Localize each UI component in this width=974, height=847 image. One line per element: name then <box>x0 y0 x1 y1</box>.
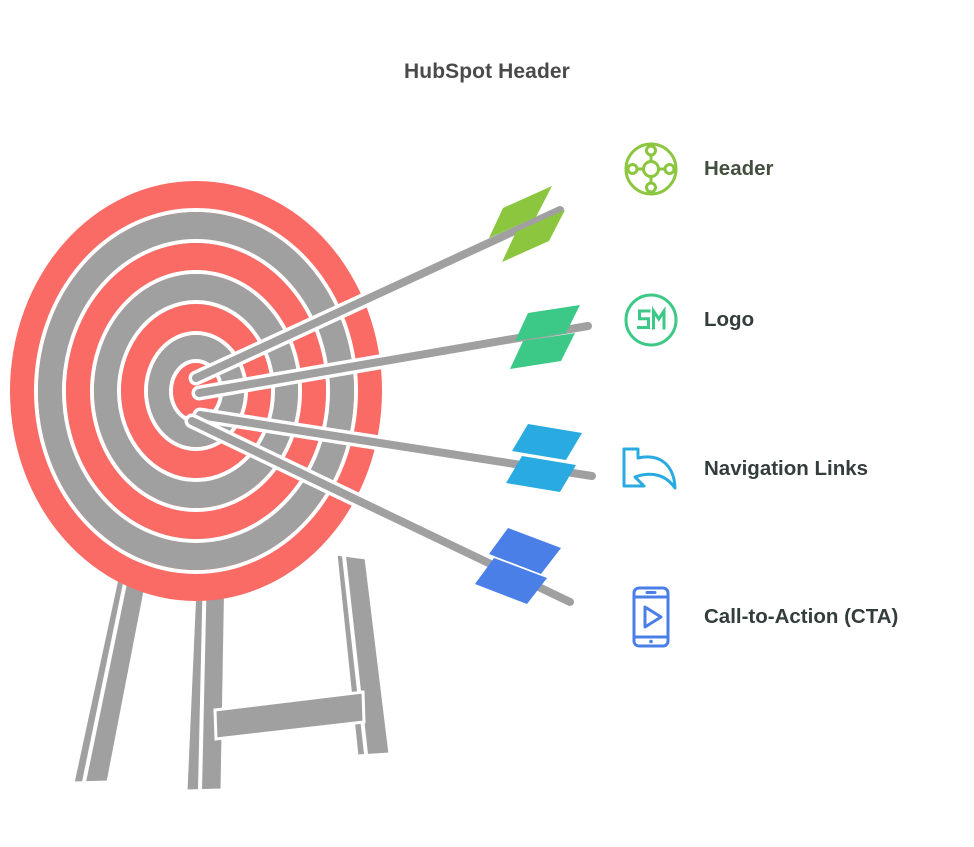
arrow-cta <box>184 413 578 610</box>
legend-label-header: Header <box>704 156 774 180</box>
legend-item-cta[interactable]: Call-to-Action (CTA) <box>620 582 898 652</box>
arrow-logo <box>191 305 596 401</box>
legend-item-header[interactable]: Header <box>620 134 774 204</box>
legend-list: Header Logo <box>620 120 974 680</box>
legend-item-logo[interactable]: Logo <box>620 285 754 355</box>
hub-network-icon <box>620 138 682 200</box>
legend-item-navigation-links[interactable]: Navigation Links <box>620 434 868 504</box>
curved-arrow-left-icon <box>620 438 682 500</box>
page-title: HubSpot Header <box>404 60 570 83</box>
sm-monogram-circle-icon <box>620 289 682 351</box>
arrow-header <box>188 186 568 386</box>
target-illustration <box>0 150 620 810</box>
arrows <box>184 186 600 610</box>
legend-label-logo: Logo <box>704 307 755 331</box>
legend-label-cta: Call-to-Action (CTA) <box>704 604 899 628</box>
arrow-navigation-links <box>192 407 600 492</box>
legend-label-navigation-links: Navigation Links <box>704 456 869 480</box>
mobile-play-button-icon <box>620 586 682 648</box>
